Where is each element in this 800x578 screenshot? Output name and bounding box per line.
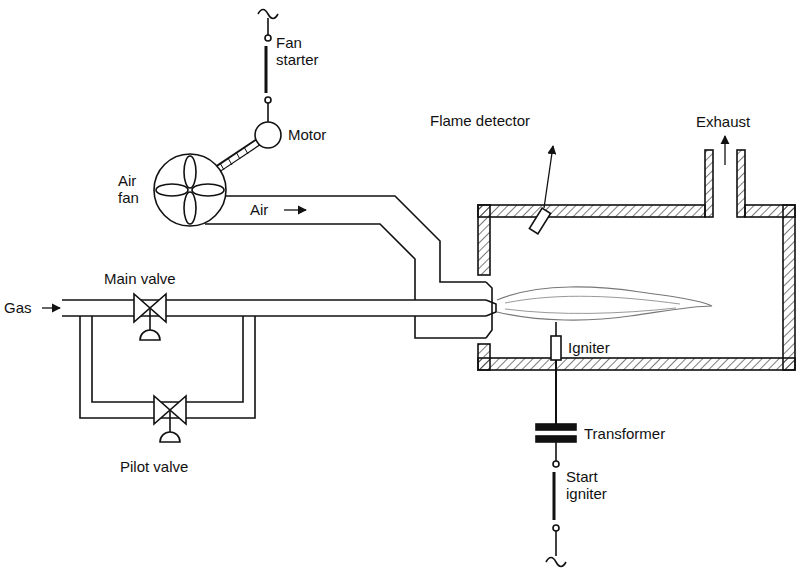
flame (497, 287, 712, 320)
ac-source (258, 10, 278, 19)
gas-pipe (62, 299, 486, 301)
air-fan (154, 154, 226, 226)
flow-label: Air (250, 201, 268, 218)
flow-label: Gas (4, 299, 32, 316)
switch-blade (265, 46, 268, 93)
flame-detector (529, 208, 550, 234)
component-label: Igniter (568, 339, 610, 356)
air-duct (226, 196, 486, 282)
component-label: Fan starter (276, 34, 334, 68)
igniter (551, 336, 561, 360)
component-label: Main valve (104, 270, 176, 287)
component-label: Pilot valve (120, 458, 188, 475)
component-label: Motor (288, 126, 326, 143)
transformer (536, 424, 576, 430)
chamber-wall (478, 150, 795, 370)
component-label: Air fan (118, 172, 158, 206)
component-label: Flame detector (430, 112, 530, 129)
component-label: Transformer (584, 425, 665, 442)
component-label: Start igniter (566, 468, 618, 502)
component-label: Exhaust (696, 113, 750, 130)
